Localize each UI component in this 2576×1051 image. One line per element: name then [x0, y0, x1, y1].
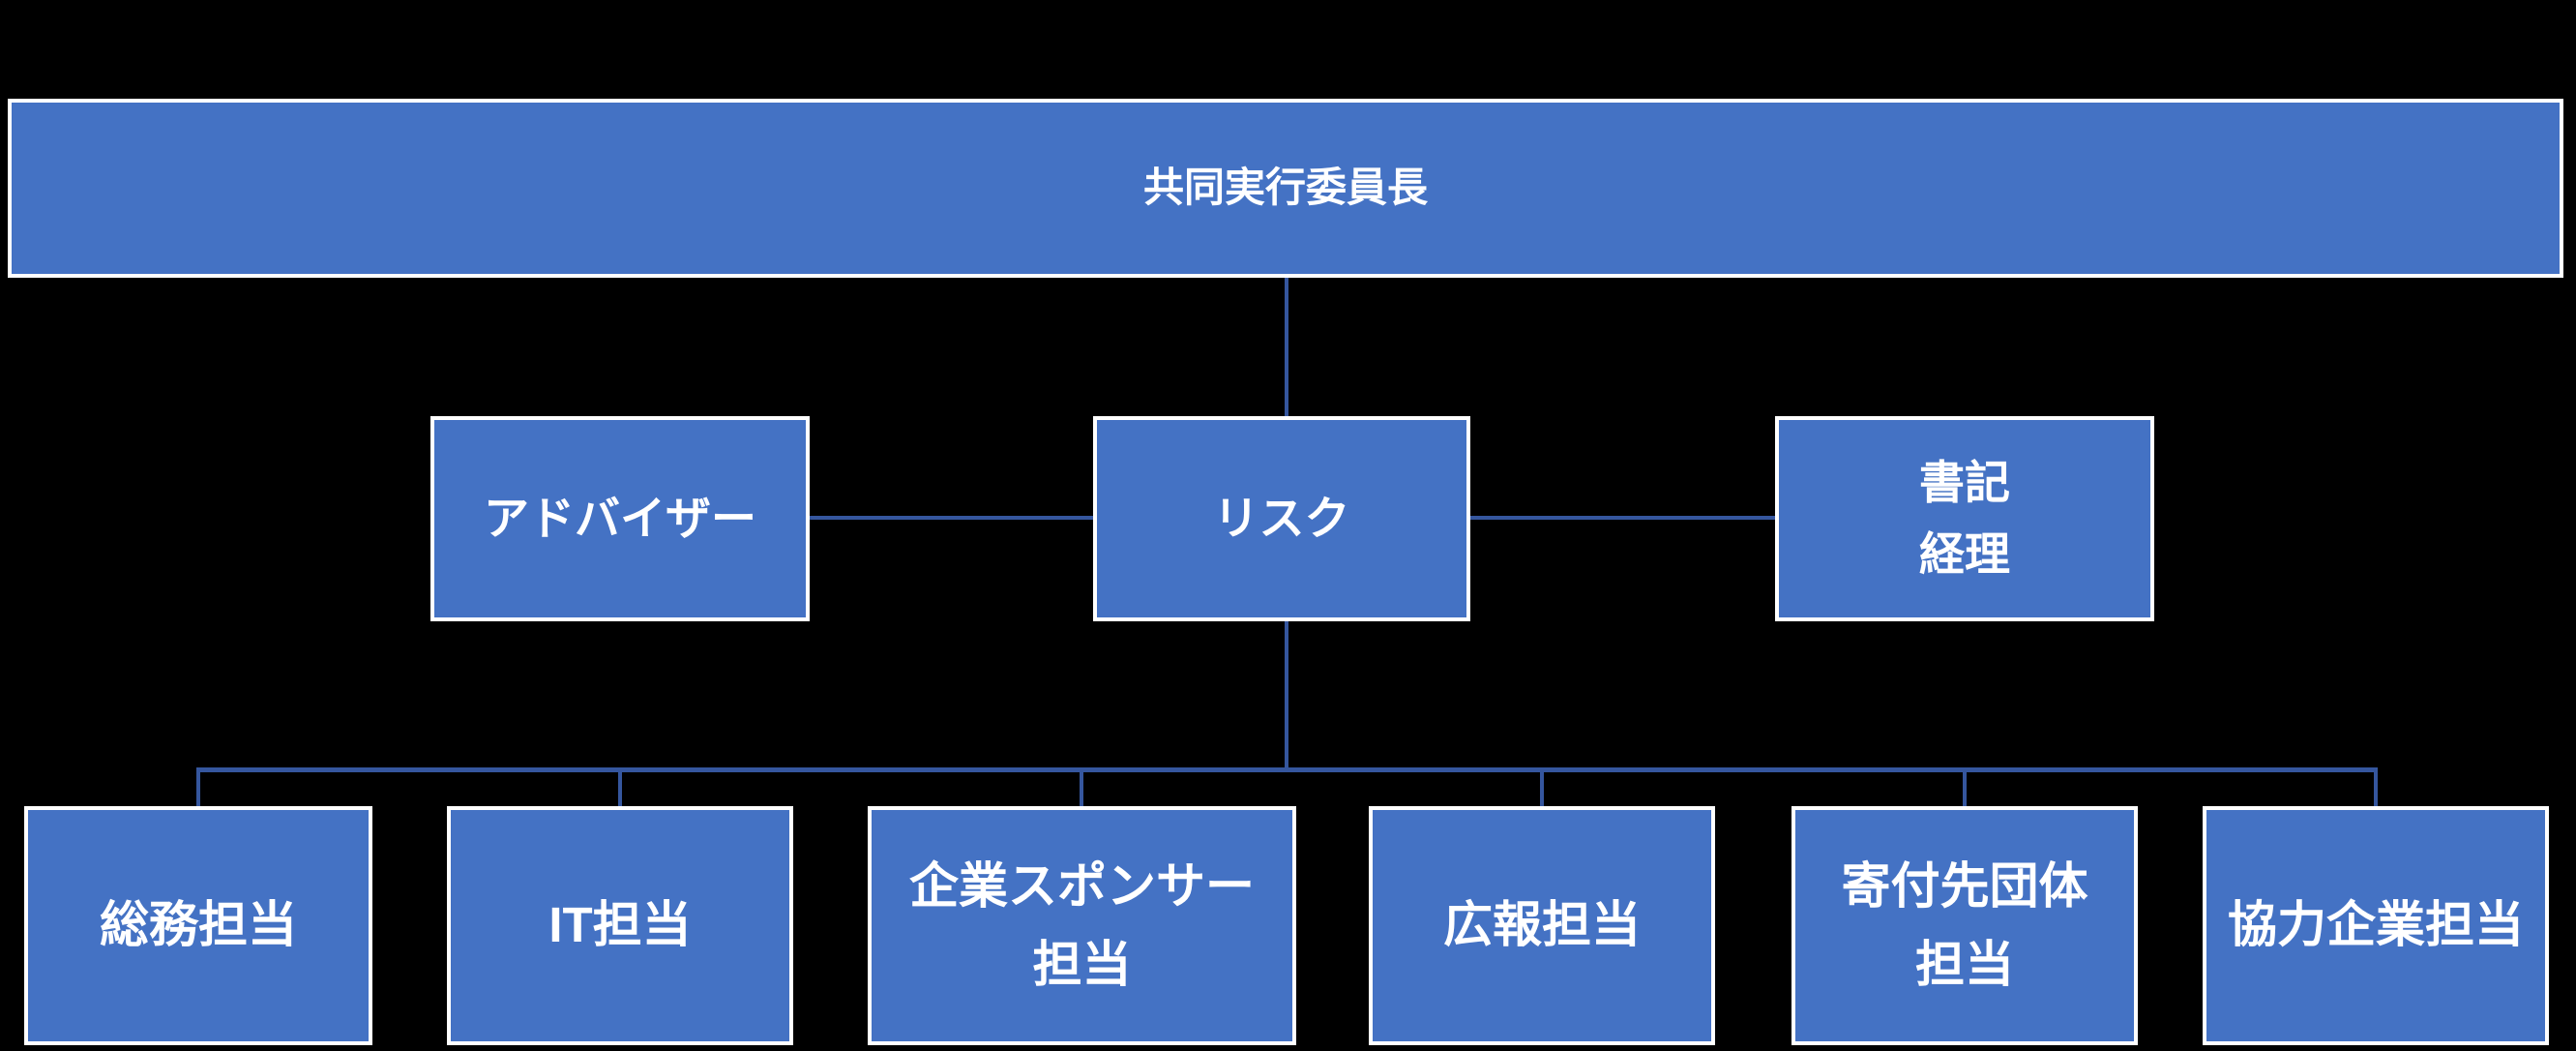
org-node-secretary-accounting-label: 書記 経理 — [1919, 456, 2010, 580]
org-node-corporate-sponsor: 企業スポンサー 担当 — [868, 806, 1296, 1045]
connector-risk-to-advisor — [810, 516, 1093, 520]
org-node-donation-recipient: 寄付先団体 担当 — [1791, 806, 2138, 1045]
org-node-risk-label: リスク — [1213, 492, 1350, 544]
connector-drop-sponsor — [1080, 770, 1083, 806]
connector-bus-line — [196, 767, 2378, 772]
org-node-secretary-accounting: 書記 経理 — [1775, 416, 2154, 621]
org-node-public-relations: 広報担当 — [1369, 806, 1715, 1045]
org-node-it-label: IT担当 — [548, 897, 692, 953]
org-node-advisor: アドバイザー — [430, 416, 810, 621]
org-node-partner-companies: 協力企業担当 — [2203, 806, 2549, 1045]
org-node-public-relations-label: 広報担当 — [1442, 897, 1641, 953]
org-node-it: IT担当 — [447, 806, 793, 1045]
connector-root-to-risk — [1285, 278, 1288, 416]
org-node-corporate-sponsor-label: 企業スポンサー 担当 — [908, 857, 1255, 992]
org-node-root-label: 共同実行委員長 — [1142, 165, 1428, 211]
connector-risk-to-secretary — [1470, 516, 1775, 520]
org-node-advisor-label: アドバイザー — [484, 492, 756, 544]
connector-risk-to-bus — [1285, 621, 1288, 769]
connector-drop-kyouryoku — [2374, 770, 2378, 806]
connector-drop-kifu — [1963, 770, 1967, 806]
connector-drop-kouhou — [1540, 770, 1544, 806]
org-node-risk: リスク — [1093, 416, 1470, 621]
connector-drop-it — [618, 770, 622, 806]
org-node-partner-companies-label: 協力企業担当 — [2227, 897, 2524, 953]
connector-drop-soumu — [196, 770, 200, 806]
org-node-general-affairs: 総務担当 — [24, 806, 372, 1045]
org-node-general-affairs-label: 総務担当 — [99, 897, 297, 953]
org-node-root-chairman: 共同実行委員長 — [8, 99, 2563, 278]
org-node-donation-recipient-label: 寄付先団体 担当 — [1841, 857, 2088, 992]
